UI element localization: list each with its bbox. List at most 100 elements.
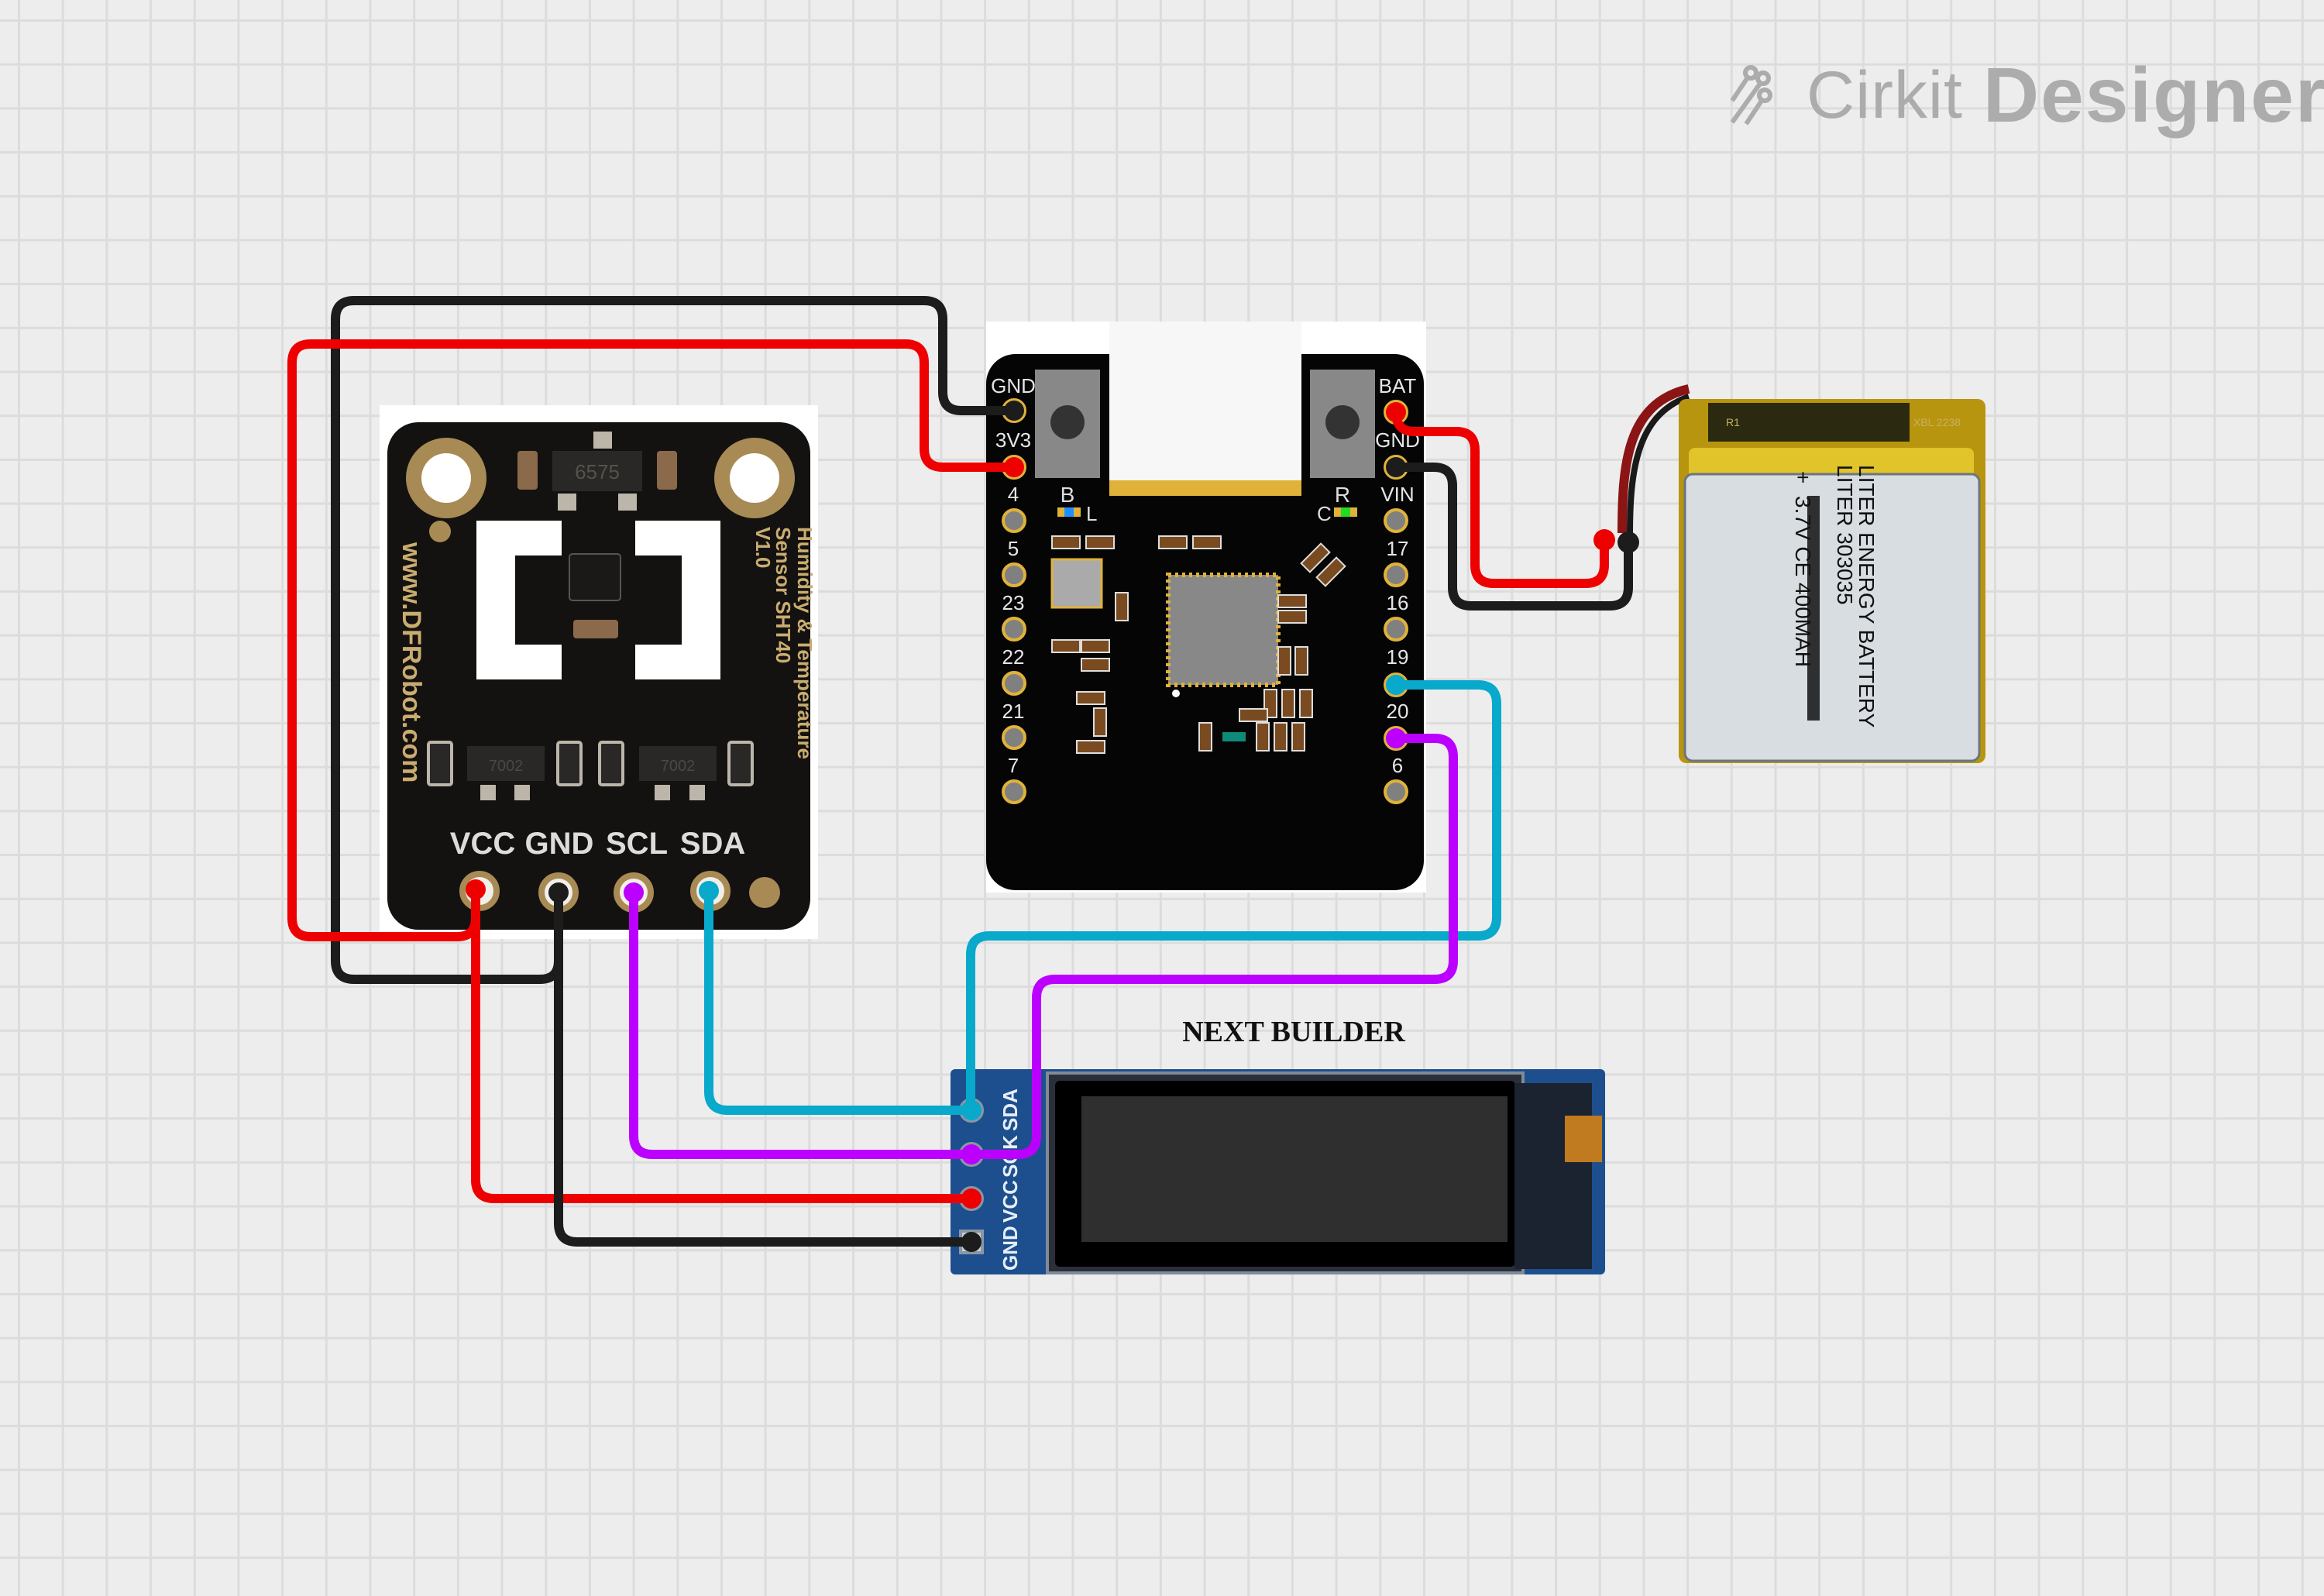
- sensor-cutout-left: [476, 521, 562, 679]
- mcu-pin-label-16: 16: [1387, 591, 1409, 614]
- mounting-hole-left-inner: [421, 453, 471, 503]
- sensor-silk-title-2: Sensor SHT40: [772, 527, 795, 663]
- wire-mcu-gnd-to-battery-minus[interactable]: [1391, 463, 1633, 611]
- boot-button-cap: [1050, 405, 1085, 439]
- mcu-pin-label-gnd-left: GND: [991, 374, 1036, 397]
- sensor-silk-url: www.DFRobot.com: [397, 542, 426, 783]
- chip-pin: [558, 494, 576, 511]
- battery-label-plus: +: [1791, 471, 1815, 483]
- passive-components-row: 7002 7002: [427, 741, 754, 800]
- battery-label-line3: 3.7V CE 400MAH: [1791, 496, 1815, 667]
- mcu-pin-label-bat: BAT: [1379, 374, 1417, 397]
- wire-sensor-vcc-to-mcu-3v3[interactable]: [287, 339, 1019, 941]
- regulator-marking: 6575: [575, 460, 620, 483]
- mcu-pin-label-19: 19: [1387, 645, 1409, 669]
- smd-components: [1051, 535, 1346, 754]
- wire-sensor-scl-to-oled-sck[interactable]: [629, 888, 976, 1159]
- brand-cirkit: Cirkit: [1807, 57, 1963, 132]
- reset-button-cap: [1325, 405, 1360, 439]
- circuit-traces-icon: [1730, 65, 1772, 126]
- battery-label-line2: LITER 303035: [1833, 465, 1857, 605]
- oled-title-label: NEXT BUILDER: [1182, 1016, 1405, 1048]
- endpoint-battery-minus: [1618, 531, 1639, 553]
- led-left-label: L: [1086, 502, 1097, 525]
- sht40-sensor-module[interactable]: 6575 7002 7002 www.DFRobot.com Humidity …: [380, 405, 818, 939]
- chip-pin: [593, 432, 612, 449]
- wire-mcu-19-to-oled-sda[interactable]: [966, 680, 1501, 1115]
- capacitor: [573, 620, 618, 638]
- led-right-green: [1341, 507, 1350, 517]
- mcu-pin-vin[interactable]: [1384, 508, 1408, 533]
- battery-pcb-marking-2: XBL 2238: [1913, 416, 1961, 428]
- endpoint-mcu-gnd-right: [1386, 457, 1406, 477]
- transistor-marking: 7002: [489, 758, 524, 775]
- endpoint-oled-vcc: [961, 1188, 982, 1209]
- capacitor: [657, 451, 677, 490]
- mcu-pin-label-7: 7: [1008, 754, 1019, 777]
- mcu-pin-label-23: 23: [1002, 591, 1025, 614]
- mcu-pin-7[interactable]: [1002, 779, 1026, 804]
- wire-mcu-bat-to-battery-plus[interactable]: [1391, 408, 1609, 588]
- cirkit-designer-logo: Cirkit Designer: [1729, 51, 2324, 139]
- crystal: [1050, 558, 1103, 609]
- battery-lead-red: [1618, 384, 1690, 534]
- brand-designer: Designer: [1982, 51, 2324, 139]
- esp32-c3-board[interactable]: B R L C GND 3V: [986, 322, 1426, 893]
- endpoint-mcu-20: [1386, 728, 1406, 748]
- mcu-pin-22[interactable]: [1002, 671, 1026, 696]
- sensor-extra-pad: [749, 877, 780, 908]
- battery-lead-black: [1627, 394, 1690, 535]
- mcu-pin-23[interactable]: [1002, 617, 1026, 641]
- endpoint-mcu-19: [1386, 675, 1406, 695]
- endpoint-mcu-3v3: [1004, 457, 1024, 477]
- mcu-pin-4[interactable]: [1002, 508, 1026, 533]
- mcu-pin-16[interactable]: [1384, 617, 1408, 641]
- endpoint-sensor-gnd: [548, 882, 569, 903]
- battery-protection-pcb: [1708, 403, 1910, 442]
- mcu-pin-label-vin: VIN: [1380, 483, 1414, 506]
- oled-display[interactable]: GND VCC SCK SDA: [951, 1069, 1605, 1274]
- endpoint-oled-sck: [961, 1144, 982, 1164]
- mcu-pin-17[interactable]: [1384, 562, 1408, 587]
- wire-sensor-gnd-to-oled-gnd[interactable]: [554, 888, 976, 1247]
- mcu-pin-label-4: 4: [1008, 483, 1019, 506]
- wire-sensor-gnd-to-mcu-gnd[interactable]: [331, 296, 1019, 984]
- mcu-pin-label-20: 20: [1387, 700, 1409, 723]
- mcu-pin-5[interactable]: [1002, 562, 1026, 587]
- mounting-hole-right-inner: [730, 453, 779, 503]
- via-pad: [429, 521, 451, 542]
- smd-component-teal: [1222, 732, 1246, 741]
- sensor-silk-version: V1.0: [751, 527, 775, 569]
- sensor-silk-title-1: Humidity & Temperature: [793, 527, 816, 759]
- battery-label: [1683, 473, 1981, 762]
- mcu-pin-21[interactable]: [1002, 725, 1026, 750]
- wire-mcu-20-to-oled-sck[interactable]: [967, 734, 1458, 1159]
- mcu-pin-6[interactable]: [1384, 779, 1408, 804]
- oled-screen[interactable]: [1081, 1096, 1508, 1242]
- battery-pcb-marking-1: R1: [1726, 416, 1740, 428]
- endpoint-sensor-vcc: [466, 879, 486, 899]
- sensor-cutout-right: [635, 521, 720, 679]
- oled-flex-area: [1514, 1083, 1592, 1269]
- sensor-pin-label-gnd: GND: [525, 827, 594, 861]
- mcu-pin-label-21: 21: [1002, 700, 1025, 723]
- mcu-chip: [1166, 573, 1281, 687]
- oled-flex-cable: [1565, 1116, 1602, 1162]
- wire-sensor-sda-to-oled-sda[interactable]: [704, 886, 976, 1115]
- mcu-pin-label-3v3: 3V3: [995, 428, 1031, 452]
- endpoint-oled-sda: [961, 1100, 982, 1120]
- usb-c-port[interactable]: [1109, 322, 1301, 481]
- oled-pin-label-vcc: VCC: [999, 1180, 1022, 1223]
- sht40-sensor-chip: [569, 553, 621, 601]
- sensor-pin-label-scl: SCL: [606, 827, 668, 861]
- endpoint-oled-gnd: [961, 1232, 982, 1252]
- wire-sensor-vcc-to-oled-vcc[interactable]: [471, 886, 976, 1203]
- lipo-battery[interactable]: R1 XBL 2238 LITER ENERGY BATTERY LITER 3…: [1618, 384, 1985, 763]
- led-right-label: C: [1317, 502, 1332, 525]
- endpoint-battery-plus: [1593, 529, 1615, 551]
- mcu-pin-label-17: 17: [1387, 537, 1409, 560]
- chip-pin1-marker: [1172, 690, 1180, 697]
- led-left-blue: [1064, 507, 1074, 517]
- regulator-chip: [552, 451, 642, 491]
